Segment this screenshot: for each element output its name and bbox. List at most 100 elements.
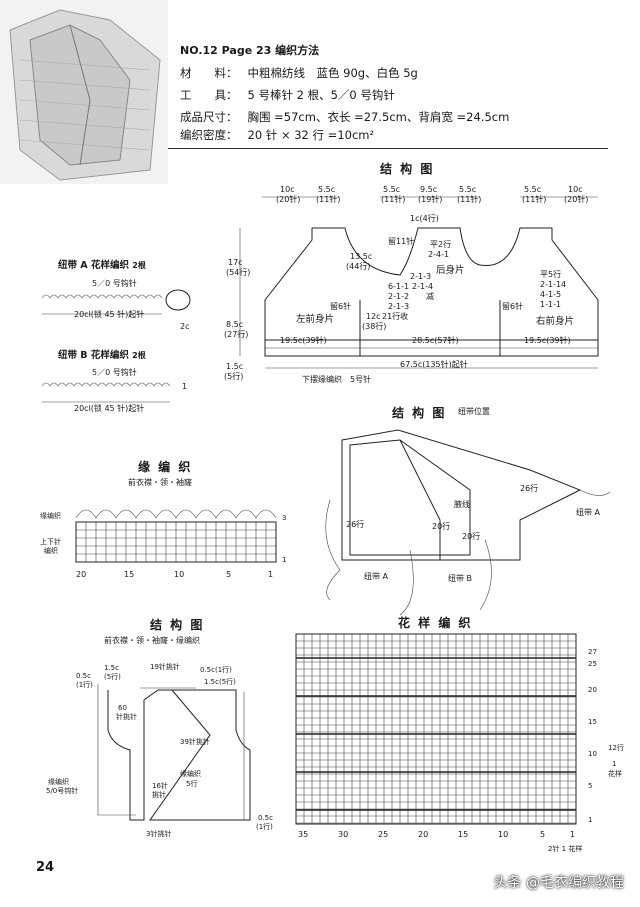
size-line: 成品尺寸：胸围 =57cm、衣长 =27.5cm、背肩宽 =24.5cm: [180, 110, 510, 124]
prow-27: 27: [588, 648, 597, 656]
dim-1: 10c: [280, 185, 295, 194]
dim-13: 10c: [568, 185, 583, 194]
edge-chart: [75, 509, 277, 563]
dim-14: (20针): [564, 195, 589, 204]
dim-4: (11针): [316, 195, 341, 204]
dim-11: 5.5c: [524, 185, 542, 194]
s3-label-6: (1行): [76, 681, 93, 689]
ldim-3: 8.5c: [226, 320, 244, 329]
s3-label-14: 缘编织: [48, 778, 69, 786]
bdim-3: 19.5c(39针): [524, 336, 571, 345]
sweater-photo-image: [0, 0, 168, 184]
structure3-subtitle: 前衣襟・领・袖窿・缘编织: [104, 636, 200, 645]
bdim-2: 28.5c(57针): [412, 336, 459, 345]
s3-label-17: 0.5c: [258, 814, 273, 822]
ldim-2: (54行): [226, 268, 251, 277]
edge-row-1: 1: [282, 556, 287, 564]
tie-b-count: 1: [182, 382, 188, 391]
header-title: NO.12 Page 23 编织方法: [180, 44, 320, 57]
note-10: 留6针: [330, 302, 352, 311]
tie-a-title: 纽带 A 花样编织 2根: [58, 260, 146, 271]
note-19: 1-1-1: [540, 300, 562, 309]
edge-col-20: 20: [76, 570, 87, 579]
dim-5: 5.5c: [383, 185, 401, 194]
edge-col-5: 5: [226, 570, 232, 579]
part-right-front: 右前身片: [536, 316, 575, 327]
dim-6: (11针): [381, 195, 406, 204]
structure-title-2: 结 构 图: [392, 406, 447, 420]
structure-title-3: 结 构 图: [150, 618, 205, 632]
note-6: 6-1-1: [388, 282, 410, 291]
s3-label-16: 3针挑针: [146, 830, 172, 838]
prow-1: 1: [588, 816, 593, 824]
s3-label-2: 19针挑针: [150, 663, 180, 671]
edge-title: 缘 编 织: [138, 460, 193, 474]
dim-7: 9.5c: [420, 185, 438, 194]
prow-10: 10: [588, 750, 597, 758]
tie-b-title: 纽带 B 花样编织 2根: [58, 350, 146, 361]
part-left-front: 左前身片: [296, 314, 335, 325]
watermark: 头条 @毛衣编织教程: [493, 875, 624, 891]
s3-label-9: 39针挑针: [180, 738, 210, 746]
s2-label-0: 26行: [520, 484, 539, 493]
s2-label-7: 纽带 A: [364, 572, 389, 581]
note-5: (44行): [346, 262, 371, 271]
prow-20: 20: [588, 686, 597, 694]
pcol-1: 1: [570, 830, 576, 839]
note-15: 21行收: [382, 312, 409, 321]
s3-label-10: 缘编织: [180, 770, 201, 778]
bdim-4: 67.5c(135针)起针: [400, 360, 468, 369]
dim-3: 5.5c: [318, 185, 336, 194]
note-7: 2-1-2: [388, 292, 410, 301]
s3-label-18: (1行): [256, 823, 273, 831]
prepeat-3: 花样: [608, 770, 622, 778]
edge-label-1: 缘编织: [40, 512, 61, 520]
note-4: 13.5c: [350, 252, 373, 261]
note-8: 2-1-3: [388, 302, 410, 311]
s3-label-1: (5行): [104, 673, 121, 681]
s2-label-1: 26行: [346, 520, 365, 529]
pcol-15: 15: [458, 830, 469, 839]
note-12: (38行): [362, 322, 387, 331]
s2-label-4: 腋线: [454, 500, 470, 509]
note-13: 2-1-3: [410, 272, 432, 281]
note-20: 留6针: [502, 302, 524, 311]
s2-label-6: 纽带 B: [448, 574, 473, 583]
pcol-5: 5: [540, 830, 546, 839]
prow-5: 5: [588, 782, 593, 790]
note-3: 2-4-1: [428, 250, 450, 259]
tie-b-hook: 5／0 号钩针: [92, 368, 137, 377]
sweater-photo: [0, 0, 168, 184]
s2-label-2: 20行: [432, 522, 451, 531]
gauge-line: 编织密度：20 针 × 32 行 =10cm²: [180, 128, 375, 142]
note-14: 2-1-4: [412, 282, 434, 291]
edge-col-10: 10: [174, 570, 185, 579]
note-16: 平5行: [540, 270, 562, 279]
note-9: 减: [426, 292, 434, 301]
s3-label-12: 16针: [152, 782, 168, 790]
note-11: 12c: [366, 312, 381, 321]
s3-label-0: 1.5c: [104, 664, 119, 672]
s3-label-3: 0.5c(1行): [200, 666, 232, 674]
tie-a-chain: [41, 289, 191, 315]
pattern-grid: [295, 633, 577, 825]
ldim-4: (27行): [224, 330, 249, 339]
s3-label-11: 5行: [186, 780, 198, 788]
pattern-title: 花 样 编 织: [398, 616, 473, 630]
tie-b-length: 20cl(锁 45 针)起针: [74, 404, 145, 413]
structure-title-1: 结 构 图: [380, 162, 435, 176]
pcol-35: 35: [298, 830, 309, 839]
pcol-30: 30: [338, 830, 349, 839]
tie-a-count: 2c: [180, 322, 190, 331]
note-17: 2-1-14: [540, 280, 567, 289]
prepeat-2: 1: [612, 760, 617, 768]
note-2: 平2行: [430, 240, 452, 249]
edge-col-1: 1: [268, 570, 274, 579]
ldim-6: (5行): [224, 372, 244, 381]
dim-8: (19针): [418, 195, 443, 204]
part-back: 后身片: [436, 265, 465, 276]
page-number: 24: [36, 860, 55, 875]
